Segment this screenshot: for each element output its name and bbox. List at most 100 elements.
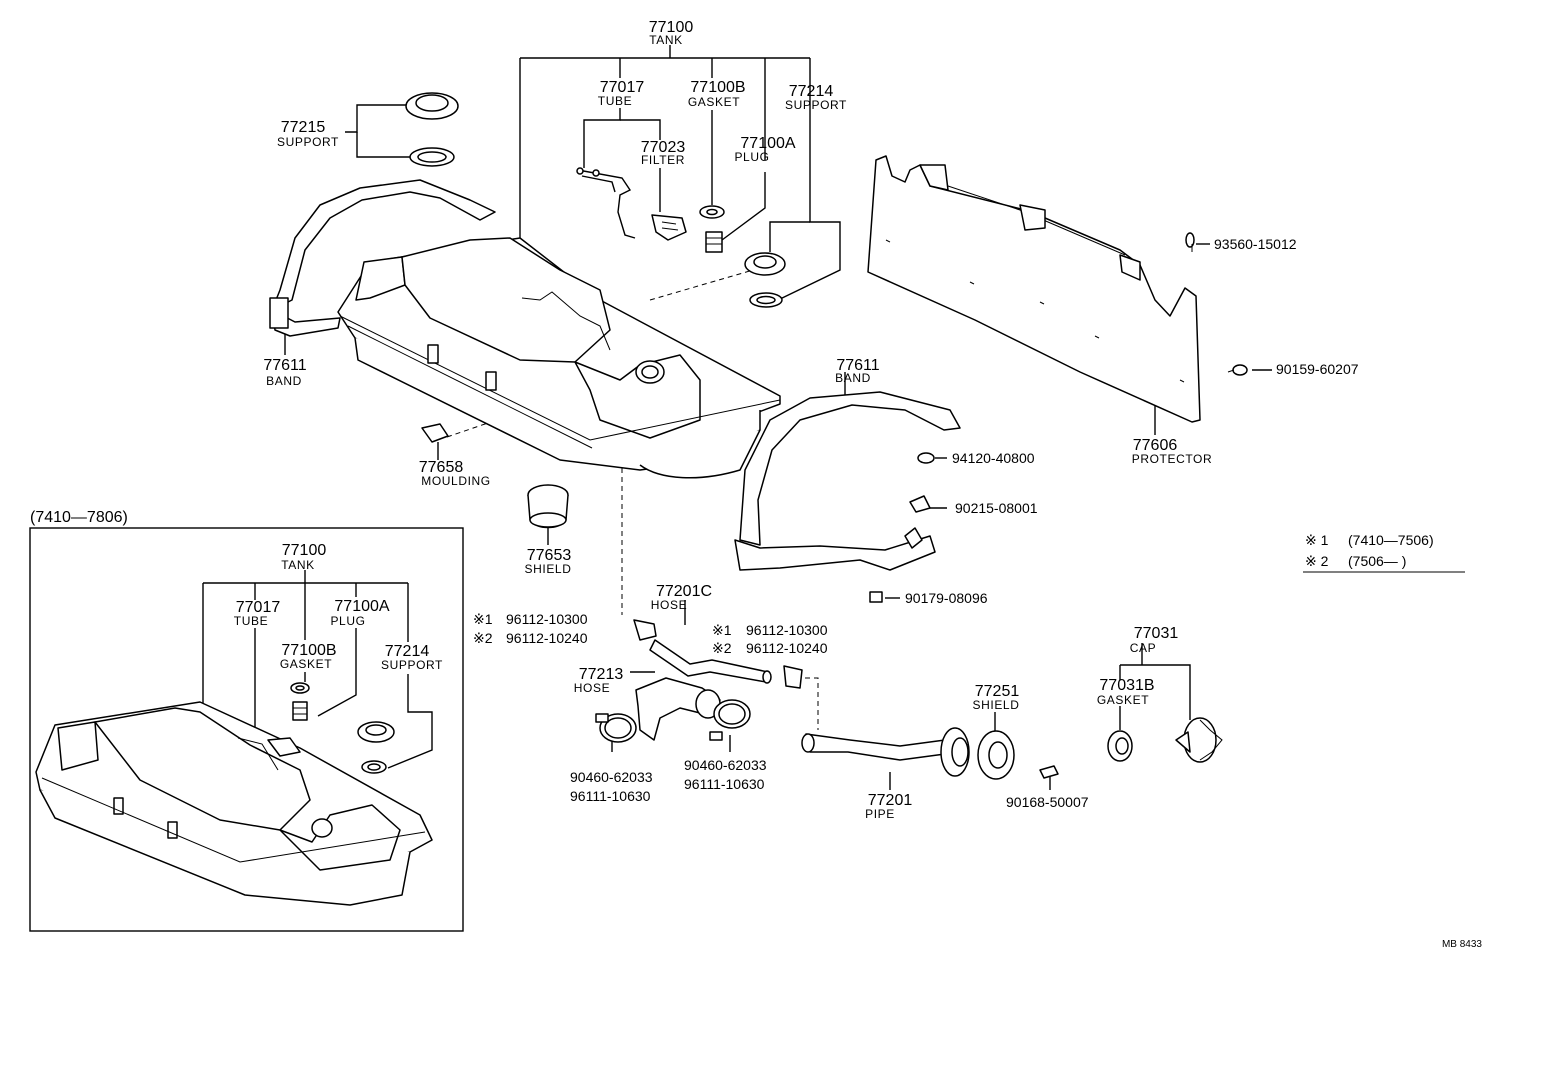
tube-77017 bbox=[576, 167, 636, 239]
label-77214-name: SUPPORT bbox=[785, 98, 847, 112]
label-77100b-num: 77100B bbox=[690, 79, 745, 96]
hose-77213 bbox=[635, 677, 721, 741]
label-77251-name: SHIELD bbox=[973, 698, 1020, 712]
pn-90179-08096: 90179-08096 bbox=[905, 590, 988, 606]
label-77213-num: 77213 bbox=[579, 666, 624, 683]
inset-77214-num: 77214 bbox=[385, 643, 430, 660]
fuel-tank-main bbox=[337, 237, 781, 479]
hardware-right bbox=[869, 452, 935, 603]
gasket-77100b bbox=[699, 205, 725, 219]
protector-77606 bbox=[867, 155, 1248, 423]
label-77023-num: 77023 bbox=[641, 139, 686, 156]
label-77017-name: TUBE bbox=[598, 94, 632, 108]
clip-left bbox=[633, 619, 657, 641]
band-right bbox=[734, 391, 961, 571]
label-77606-name: PROTECTOR bbox=[1132, 452, 1213, 466]
inset-gasket bbox=[290, 682, 310, 694]
label-77100a-name: PLUG bbox=[734, 150, 769, 164]
clip-right bbox=[783, 665, 803, 689]
clamp-right bbox=[709, 699, 751, 741]
note1-range: (7410—7506) bbox=[1348, 532, 1434, 548]
note2-mark: ※ 2 bbox=[1305, 553, 1329, 569]
label-77658-num: 77658 bbox=[419, 459, 464, 476]
label-77201-name: PIPE bbox=[865, 807, 895, 821]
inset-77100-name: TANK bbox=[281, 558, 315, 572]
marker-left-1: ※1 bbox=[473, 611, 493, 627]
label-77214-num: 77214 bbox=[789, 83, 834, 100]
pn-90168-50007: 90168-50007 bbox=[1006, 794, 1089, 810]
hose-77201c bbox=[649, 639, 772, 684]
marker-left-2: ※2 bbox=[473, 630, 493, 646]
inset-plug bbox=[292, 701, 308, 721]
label-77017-num: 77017 bbox=[600, 79, 645, 96]
label-77611-left-num: 77611 bbox=[263, 357, 306, 374]
label-77611-left-name: BAND bbox=[266, 374, 302, 388]
label-77023-name: FILTER bbox=[641, 153, 685, 167]
footer-code: MB 8433 bbox=[1442, 939, 1482, 950]
pn-96112-10240-left: 96112-10240 bbox=[506, 630, 588, 646]
label-77611-right-name: BAND bbox=[835, 371, 871, 385]
note1-mark: ※ 1 bbox=[1305, 532, 1329, 548]
moulding-77658 bbox=[421, 423, 449, 443]
pn-90460-62033-right: 90460-62033 bbox=[684, 757, 767, 773]
note2-range: (7506— ) bbox=[1348, 553, 1406, 569]
inset-leaders bbox=[202, 570, 433, 769]
label-77031-name: CAP bbox=[1130, 641, 1156, 655]
clip-90215-shape bbox=[909, 495, 931, 513]
label-77611-right-num: 77611 bbox=[836, 357, 879, 374]
inset-77100-num: 77100 bbox=[282, 542, 327, 559]
inset-frame bbox=[29, 527, 464, 932]
inset-77100b-num: 77100B bbox=[281, 642, 336, 659]
label-77213-name: HOSE bbox=[574, 681, 610, 695]
label-77251-num: 77251 bbox=[975, 683, 1020, 700]
inset-77100a-name: PLUG bbox=[330, 614, 365, 628]
pn-96112-10300-right: 96112-10300 bbox=[746, 622, 828, 638]
pn-96112-10300-left: 96112-10300 bbox=[506, 611, 588, 627]
label-77100-name: TANK bbox=[649, 33, 683, 47]
pipe-77201 bbox=[801, 727, 970, 777]
inset-77214-name: SUPPORT bbox=[381, 658, 443, 672]
shield-77653 bbox=[527, 484, 569, 529]
label-77100-num: 77100 bbox=[649, 19, 694, 36]
pn-96111-10630-left: 96111-10630 bbox=[570, 788, 651, 804]
inset-support bbox=[357, 721, 395, 774]
label-77653-num: 77653 bbox=[527, 547, 572, 564]
label-77031b-num: 77031B bbox=[1099, 677, 1154, 694]
nut-94120-shape bbox=[917, 452, 935, 464]
gasket-77031b-shape bbox=[1107, 730, 1133, 762]
pn-90159-60207: 90159-60207 bbox=[1276, 361, 1359, 377]
pn-96111-10630-right: 96111-10630 bbox=[684, 776, 765, 792]
inset-77017-num: 77017 bbox=[236, 599, 281, 616]
label-77215-name: SUPPORT bbox=[277, 135, 339, 149]
inset-tank bbox=[35, 701, 433, 906]
screw-90168 bbox=[1039, 765, 1059, 779]
support-77214 bbox=[744, 252, 786, 308]
support-ring-77215 bbox=[405, 92, 459, 167]
nut-90179-shape bbox=[869, 591, 883, 603]
label-77653-name: SHIELD bbox=[525, 562, 572, 576]
pn-96112-10240-right: 96112-10240 bbox=[746, 640, 828, 656]
inset-77100a-num: 77100A bbox=[334, 598, 389, 615]
label-77658-name: MOULDING bbox=[421, 474, 490, 488]
pn-93560-15012: 93560-15012 bbox=[1214, 236, 1297, 252]
pn-94120-40800: 94120-40800 bbox=[952, 450, 1035, 466]
shield-77251-shape bbox=[977, 730, 1015, 780]
label-77100b-name: GASKET bbox=[688, 95, 740, 109]
label-77215-num: 77215 bbox=[281, 119, 326, 136]
label-77201-num: 77201 bbox=[868, 792, 913, 809]
marker-right-2: ※2 bbox=[712, 640, 732, 656]
filter-77023 bbox=[651, 214, 687, 241]
marker-right-1: ※1 bbox=[712, 622, 732, 638]
leader-lines bbox=[284, 45, 1272, 790]
band-left bbox=[269, 179, 496, 337]
inset-77017-name: TUBE bbox=[234, 614, 268, 628]
clamp-left bbox=[595, 713, 637, 743]
plug-77100a bbox=[705, 231, 723, 253]
label-77201c-name: HOSE bbox=[651, 598, 687, 612]
pn-90215-08001: 90215-08001 bbox=[955, 500, 1038, 516]
label-77100a-num: 77100A bbox=[740, 135, 795, 152]
label-77031-num: 77031 bbox=[1134, 625, 1179, 642]
inset-77100b-name: GASKET bbox=[280, 657, 332, 671]
cap-77031-shape bbox=[1175, 717, 1223, 763]
